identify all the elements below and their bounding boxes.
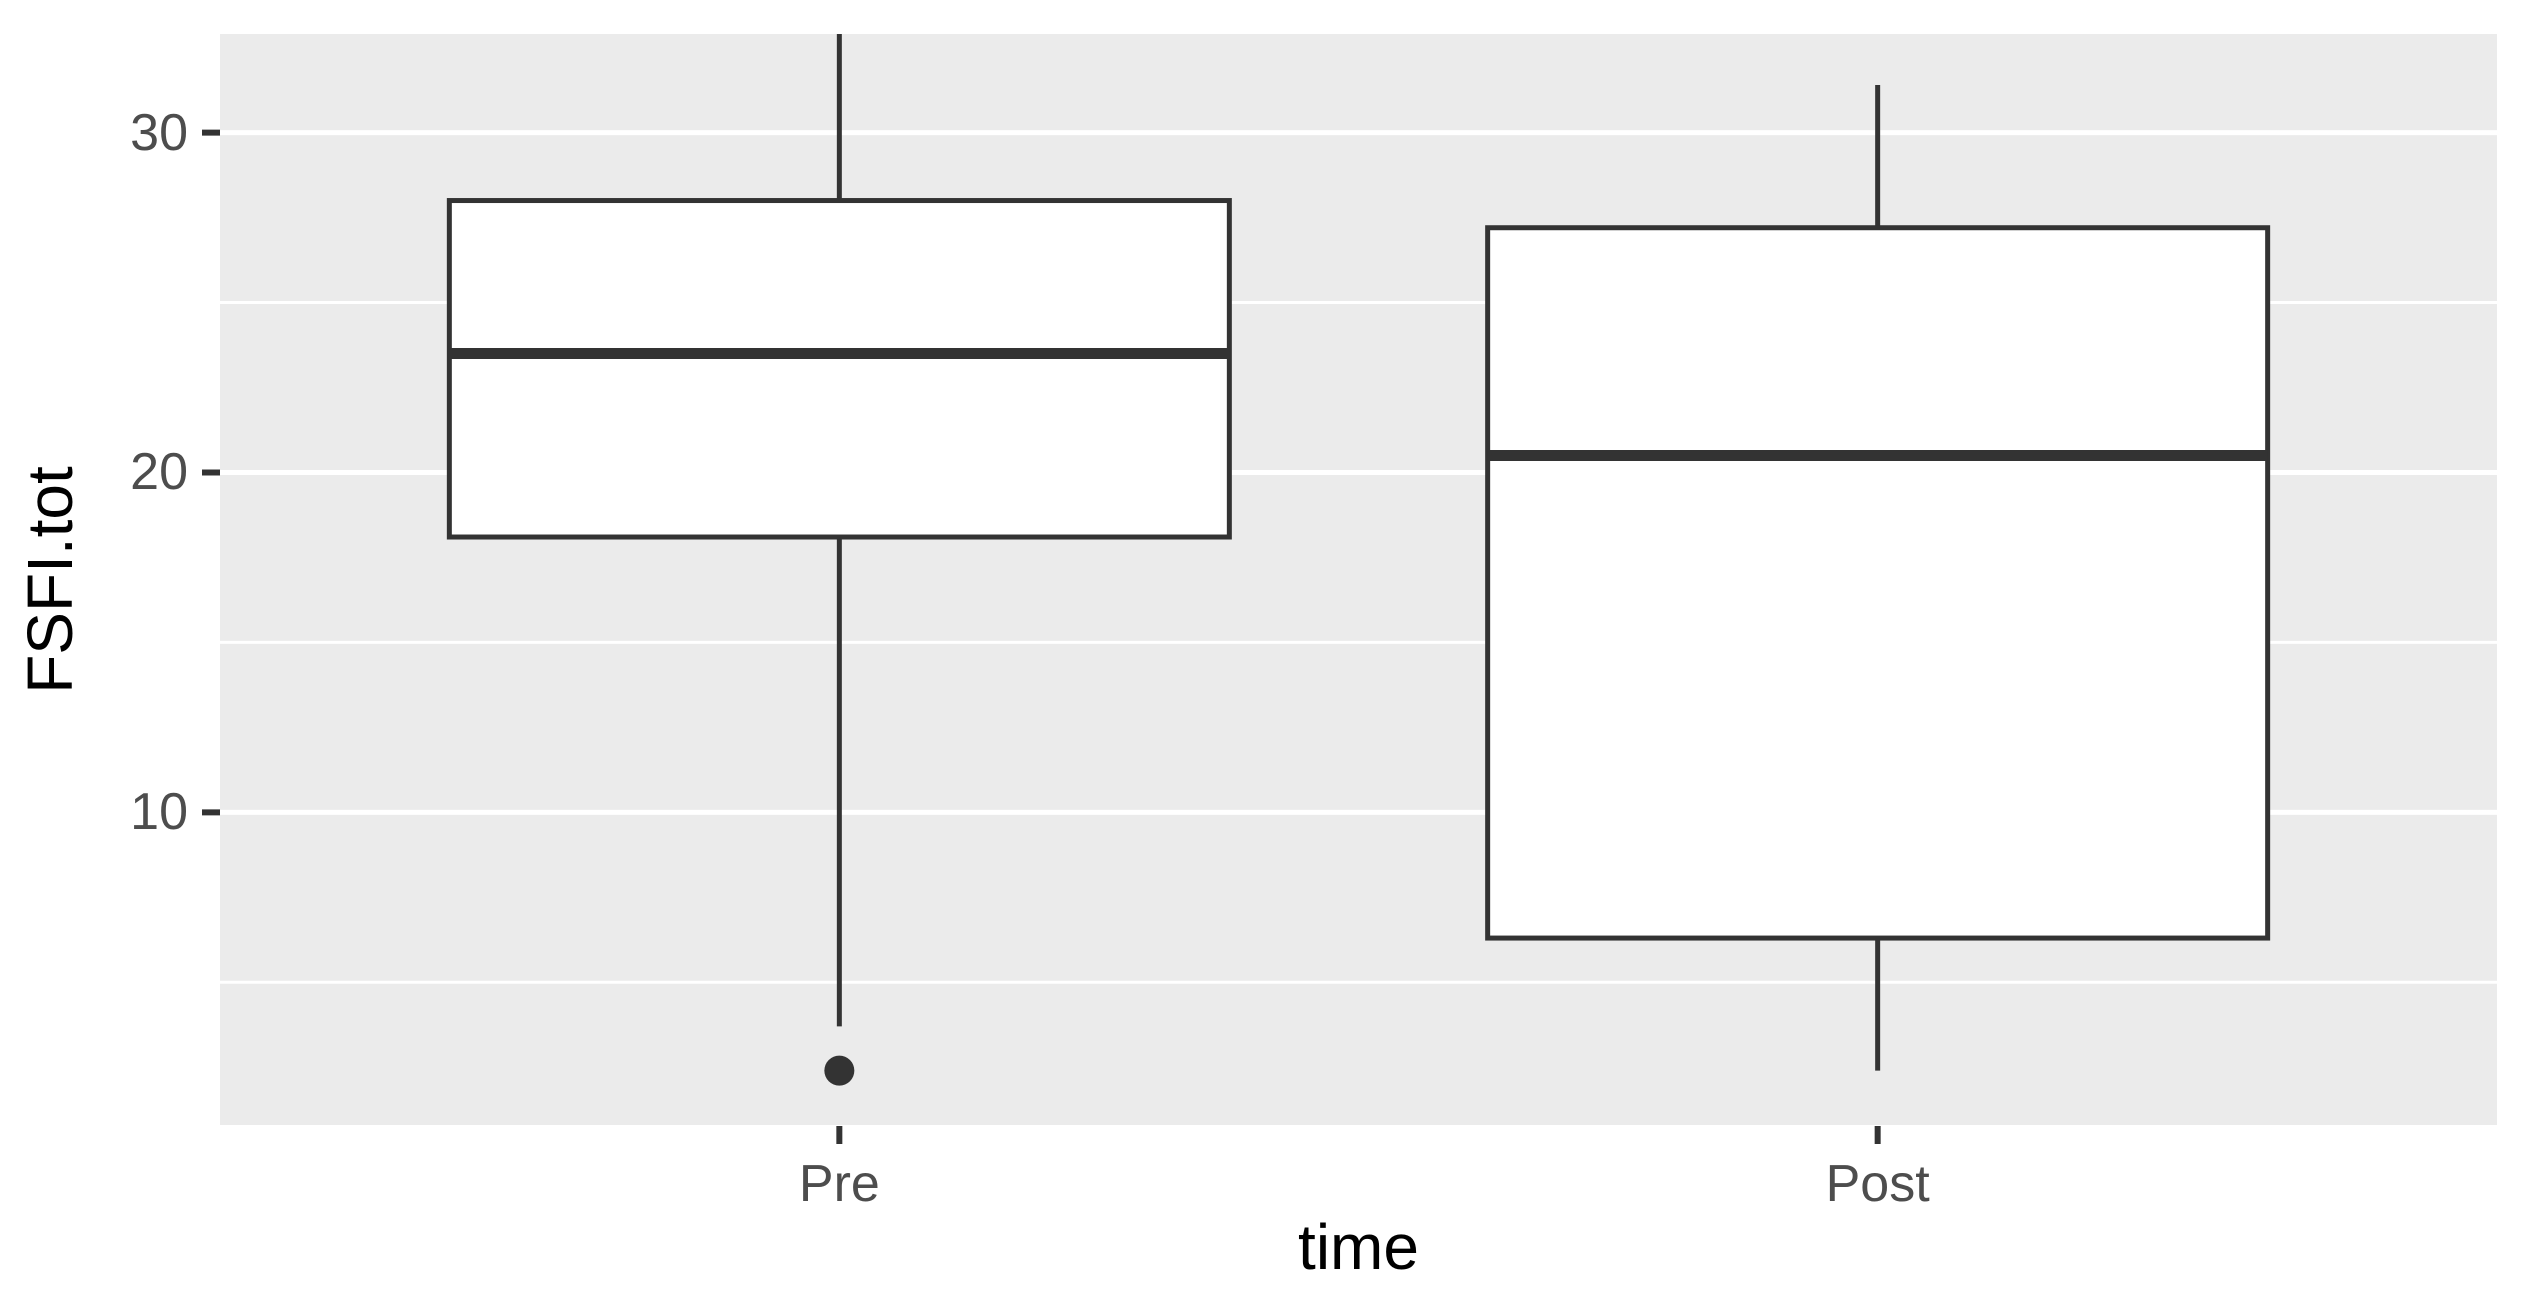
y-tick-label-10: 10 bbox=[130, 783, 188, 842]
y-tick-label-20: 20 bbox=[130, 443, 188, 502]
x-axis-title: time bbox=[1298, 1211, 1419, 1283]
y-axis-title: FSFI.tot bbox=[14, 465, 86, 694]
box-pre bbox=[446, 198, 1232, 540]
outlier-point-pre-0 bbox=[824, 1055, 855, 1086]
y-tick-label-30: 30 bbox=[130, 103, 188, 162]
x-tick-label-pre: Pre bbox=[798, 1155, 880, 1213]
box-post bbox=[1485, 225, 2271, 941]
x-tick-label-post: Post bbox=[1825, 1155, 1930, 1213]
